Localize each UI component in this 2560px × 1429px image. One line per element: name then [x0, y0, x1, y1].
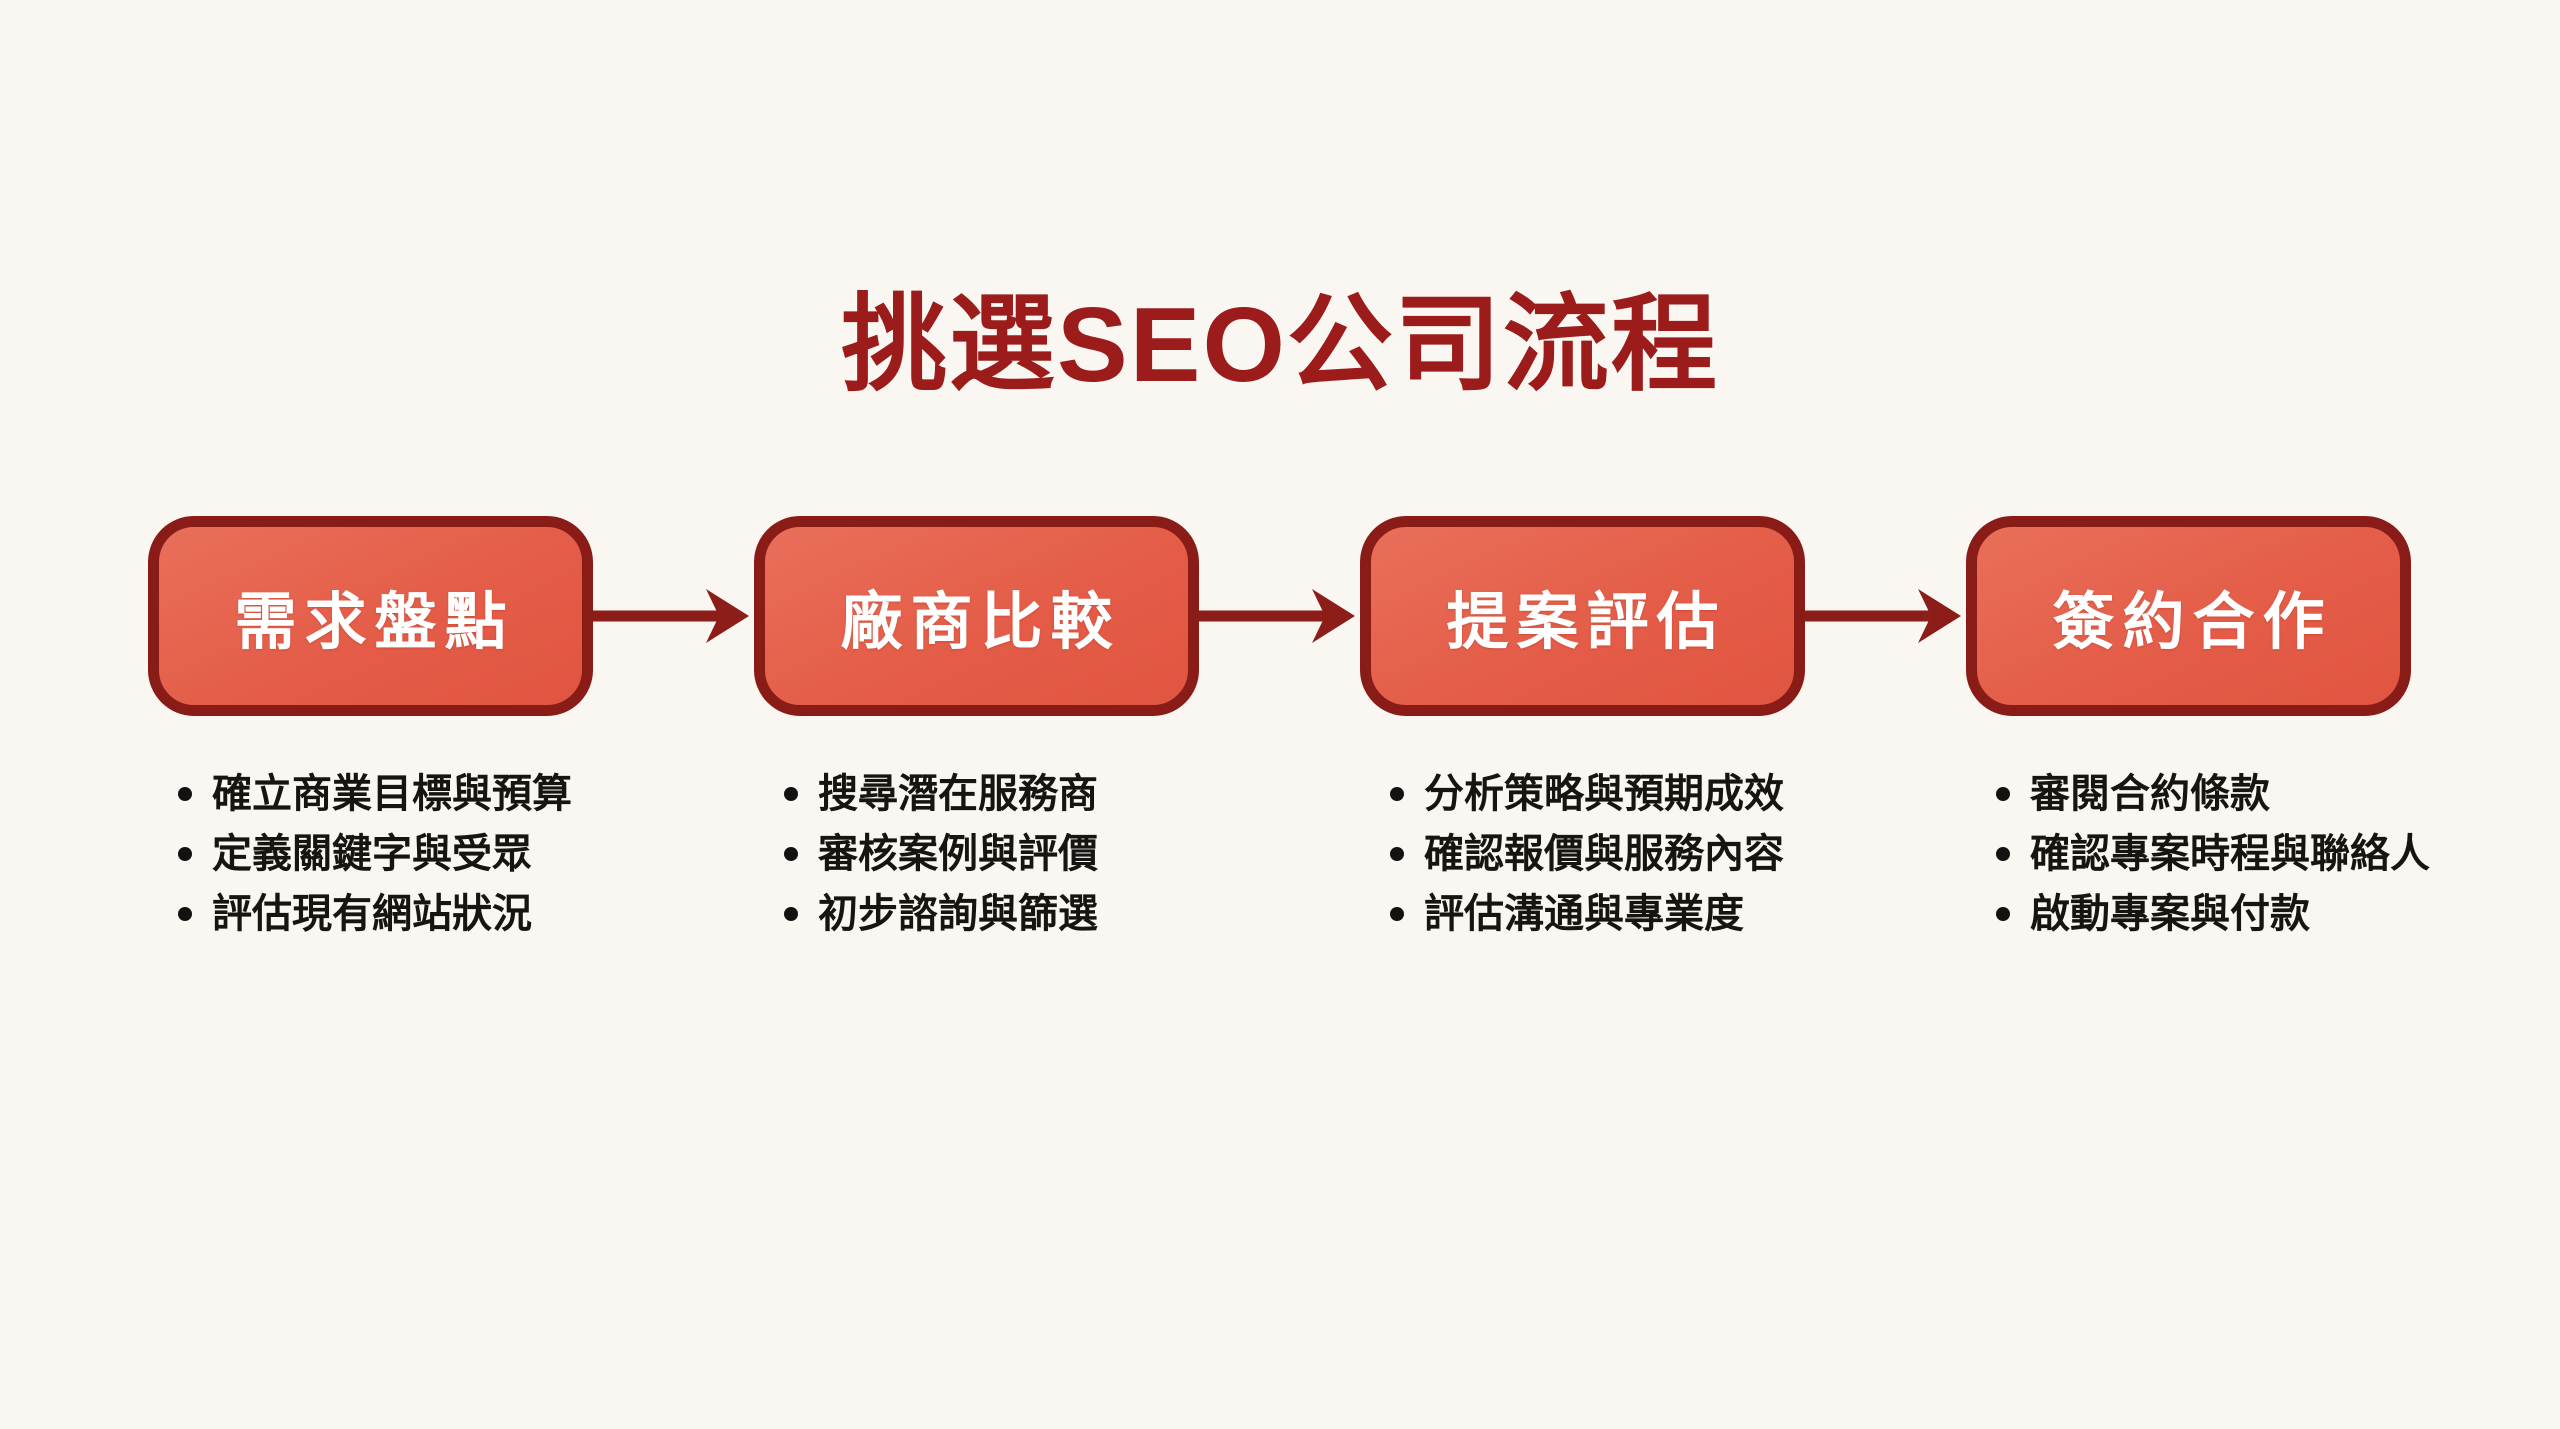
step-proposal-evaluation: 提案評估 分析策略與預期成效 確認報價與服務內容 評估溝通與專業度 — [1360, 516, 1805, 944]
arrow-right-icon — [1805, 516, 1966, 716]
bullet-item: 評估溝通與專業度 — [1388, 884, 1805, 944]
step-box: 需求盤點 — [148, 516, 593, 716]
step-bullets: 搜尋潛在服務商 審核案例與評價 初步諮詢與篩選 — [754, 764, 1199, 944]
step-box: 提案評估 — [1360, 516, 1805, 716]
bullet-item: 初步諮詢與篩選 — [782, 884, 1199, 944]
step-bullets: 分析策略與預期成效 確認報價與服務內容 評估溝通與專業度 — [1360, 764, 1805, 944]
arrow-right-icon — [1199, 516, 1360, 716]
step-bullets: 確立商業目標與預算 定義關鍵字與受眾 評估現有網站狀況 — [148, 764, 593, 944]
step-needs-inventory: 需求盤點 確立商業目標與預算 定義關鍵字與受眾 評估現有網站狀況 — [148, 516, 593, 944]
bullet-item: 確立商業目標與預算 — [176, 764, 593, 824]
step-label: 廠商比較 — [840, 588, 1121, 657]
bullet-item: 審核案例與評價 — [782, 824, 1199, 884]
bullet-item: 啟動專案與付款 — [1994, 884, 2411, 944]
bullet-item: 定義關鍵字與受眾 — [176, 824, 593, 884]
process-flow: 需求盤點 確立商業目標與預算 定義關鍵字與受眾 評估現有網站狀況 廠商比較 搜尋… — [148, 516, 2430, 944]
step-box: 廠商比較 — [754, 516, 1199, 716]
bullet-item: 審閱合約條款 — [1994, 764, 2411, 824]
step-label: 提案評估 — [1446, 588, 1727, 657]
step-vendor-comparison: 廠商比較 搜尋潛在服務商 審核案例與評價 初步諮詢與篩選 — [754, 516, 1199, 944]
bullet-item: 確認報價與服務內容 — [1388, 824, 1805, 884]
step-label: 需求盤點 — [234, 588, 515, 657]
arrow-right-icon — [593, 516, 754, 716]
step-bullets: 審閱合約條款 確認專案時程與聯絡人 啟動專案與付款 — [1966, 764, 2430, 944]
step-label: 簽約合作 — [2052, 588, 2333, 657]
bullet-item: 分析策略與預期成效 — [1388, 764, 1805, 824]
step-contract-signing: 簽約合作 審閱合約條款 確認專案時程與聯絡人 啟動專案與付款 — [1966, 516, 2430, 944]
bullet-item: 確認專案時程與聯絡人 — [1994, 824, 2430, 884]
bullet-item: 搜尋潛在服務商 — [782, 764, 1199, 824]
page-title: 挑選SEO公司流程 — [841, 286, 1719, 404]
step-box: 簽約合作 — [1966, 516, 2411, 716]
bullet-item: 評估現有網站狀況 — [176, 884, 593, 944]
